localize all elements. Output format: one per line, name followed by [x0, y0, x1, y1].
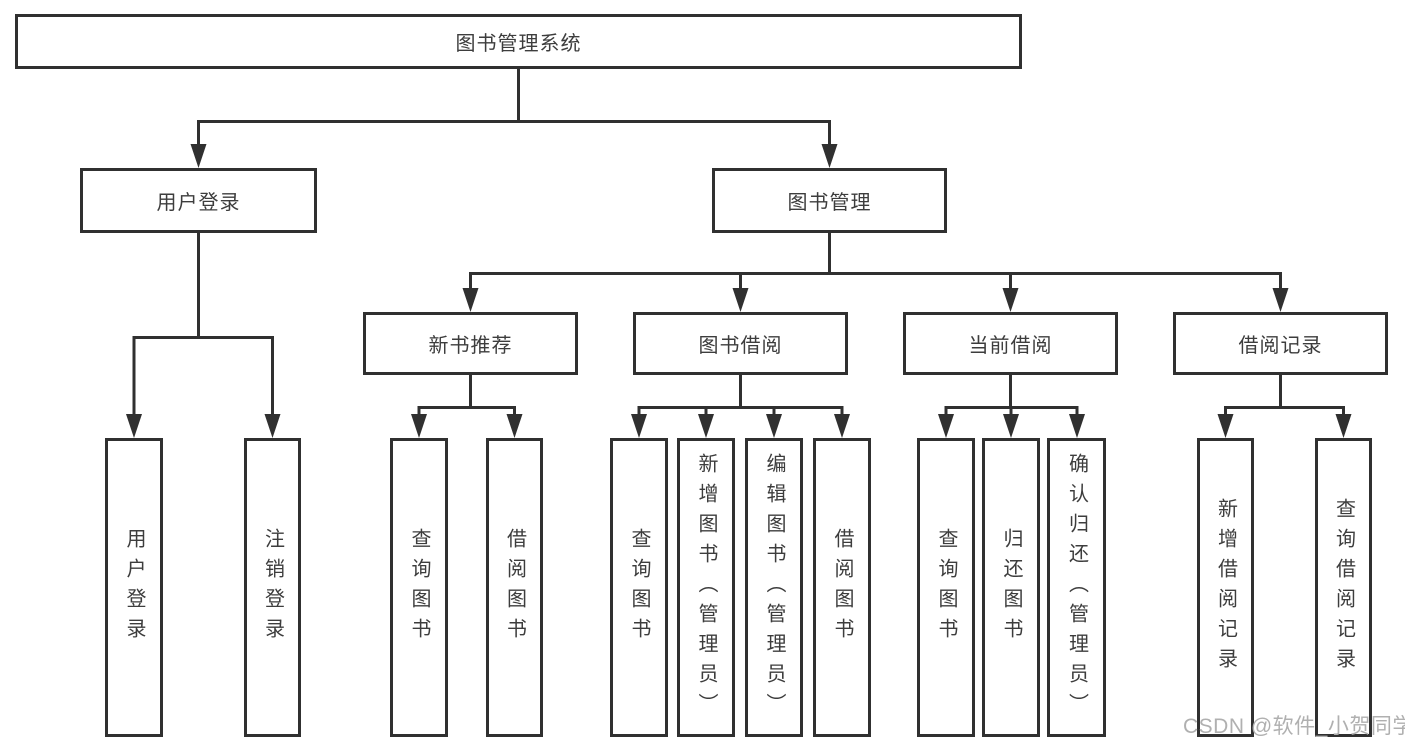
node-user-login-label: 用户登录 [156, 192, 241, 214]
node-leaf-user-login-label: 用户登录 [123, 527, 145, 648]
node-leaf-user-login: 用户登录 [105, 438, 163, 737]
node-borrow-record: 借阅记录 [1173, 312, 1388, 375]
node-leaf-confirm-return-admin-label: 确认归还（管理员） [1065, 452, 1088, 723]
node-leaf-add-books-admin-label: 新增图书（管理员） [695, 452, 717, 723]
node-leaf-query-borrow-record-label: 查询借阅记录 [1332, 497, 1355, 678]
node-leaf-query-books-current: 查询图书 [917, 438, 975, 737]
node-leaf-query-books-recommend-label: 查询图书 [408, 527, 430, 648]
node-leaf-query-books-current-label: 查询图书 [935, 527, 957, 648]
node-leaf-query-books-borrow-label: 查询图书 [628, 527, 650, 648]
node-leaf-edit-books-admin: 编辑图书（管理员） [745, 438, 803, 737]
node-leaf-borrow-books-recommend: 借阅图书 [486, 438, 543, 737]
node-user-login: 用户登录 [80, 168, 317, 233]
node-book-borrow: 图书借阅 [633, 312, 848, 375]
node-new-book-recommend: 新书推荐 [363, 312, 578, 375]
watermark: CSDN @软件_小贺同学 [1183, 715, 1405, 738]
node-leaf-borrow-books-label: 借阅图书 [831, 527, 853, 648]
node-leaf-add-borrow-record-label: 新增借阅记录 [1214, 497, 1237, 678]
node-borrow-record-label: 借阅记录 [1238, 335, 1323, 357]
node-root-label: 图书管理系统 [455, 33, 582, 55]
node-leaf-query-books-recommend: 查询图书 [390, 438, 448, 737]
node-root: 图书管理系统 [15, 14, 1022, 69]
node-book-management: 图书管理 [712, 168, 947, 233]
node-leaf-return-books-label: 归还图书 [1000, 527, 1022, 648]
node-leaf-return-books: 归还图书 [982, 438, 1040, 737]
node-leaf-borrow-books: 借阅图书 [813, 438, 871, 737]
node-new-book-recommend-label: 新书推荐 [428, 335, 513, 357]
node-book-borrow-label: 图书借阅 [698, 335, 783, 357]
node-leaf-logout-login-label: 注销登录 [261, 527, 284, 648]
node-leaf-query-borrow-record: 查询借阅记录 [1315, 438, 1372, 737]
node-current-borrow: 当前借阅 [903, 312, 1118, 375]
node-leaf-logout-login: 注销登录 [244, 438, 301, 737]
node-leaf-query-books-borrow: 查询图书 [610, 438, 668, 737]
node-current-borrow-label: 当前借阅 [968, 335, 1053, 357]
node-leaf-add-borrow-record: 新增借阅记录 [1197, 438, 1254, 737]
node-leaf-borrow-books-recommend-label: 借阅图书 [503, 527, 526, 648]
node-leaf-confirm-return-admin: 确认归还（管理员） [1047, 438, 1106, 737]
node-leaf-add-books-admin: 新增图书（管理员） [677, 438, 735, 737]
node-book-management-label: 图书管理 [787, 192, 872, 214]
node-leaf-edit-books-admin-label: 编辑图书（管理员） [763, 452, 785, 723]
